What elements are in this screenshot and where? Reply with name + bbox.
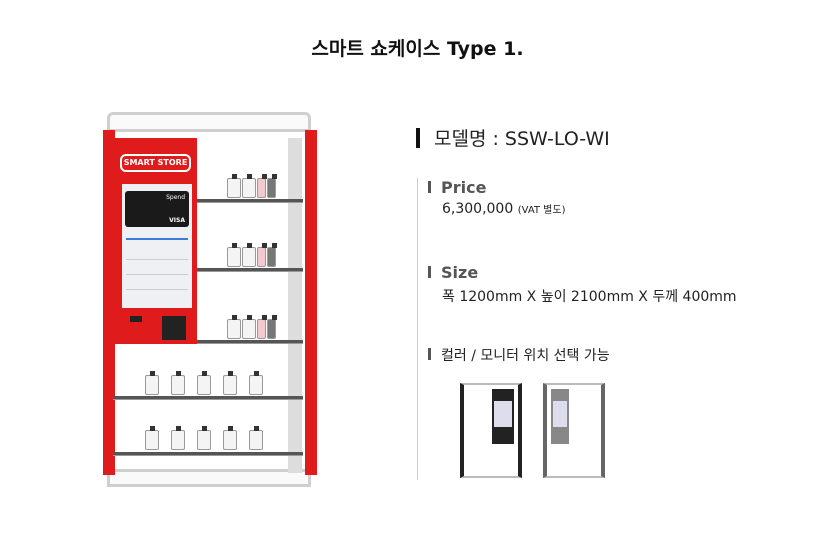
red-panel: SMART STORE Spend VISA — [115, 138, 197, 344]
spec-divider — [417, 178, 418, 480]
price-section: Price 6,300,000 (VAT 별도) — [428, 178, 565, 217]
page-title: 스마트 쇼케이스 Type 1. — [311, 38, 524, 60]
options-section: 컬러 / 모니터 위치 선택 가능 — [428, 345, 610, 365]
model-name: 모델명 : SSW-LO-WI — [416, 124, 610, 151]
smart-store-logo: SMART STORE — [120, 154, 191, 172]
card-slot — [130, 316, 142, 322]
variant-black-thumbnail — [460, 383, 522, 478]
showcase-image: SMART STORE Spend VISA — [103, 112, 317, 489]
heading-bar — [416, 128, 420, 148]
size-section: Size 폭 1200mm X 높이 2100mm X 두께 400mm — [428, 263, 737, 306]
variant-gray-thumbnail — [543, 383, 605, 478]
kiosk-screen: Spend VISA — [122, 184, 192, 308]
card-reader — [162, 316, 186, 340]
